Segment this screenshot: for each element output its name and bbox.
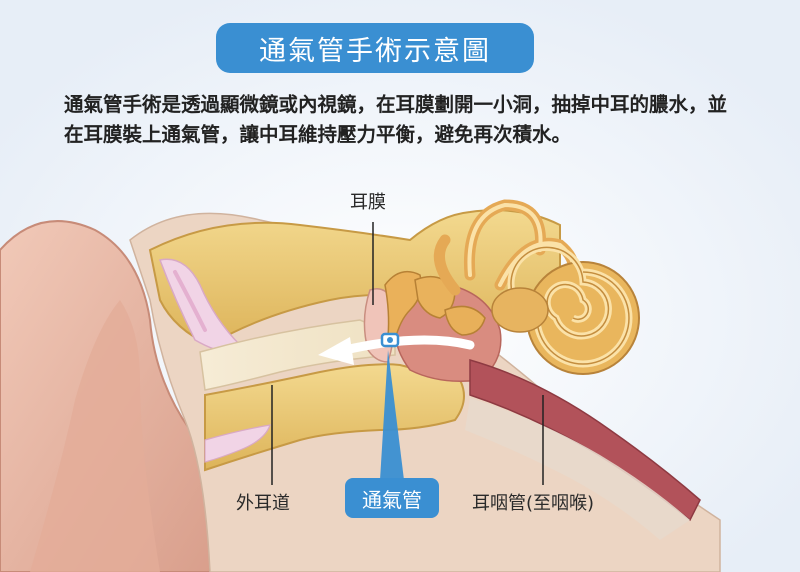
dura-inner	[173, 270, 207, 332]
tube-callout-wedge	[380, 350, 404, 480]
ossicle-stapes	[444, 305, 486, 336]
drainage-arrow-shaft	[340, 335, 475, 355]
cochlea	[507, 243, 640, 375]
lower-pink-layer	[204, 424, 271, 463]
ventilation-tube-badge: 通氣管	[345, 478, 439, 518]
ear-canal-shape	[199, 319, 396, 391]
eustachian-tube-wall	[465, 398, 690, 540]
vestibule	[491, 287, 549, 333]
eardrum-label: 耳膜	[350, 192, 386, 213]
auricle-fold	[30, 300, 160, 572]
ventilation-tube-label: 通氣管	[362, 487, 422, 512]
ear-canal-label: 外耳道	[236, 493, 290, 514]
page-title: 通氣管手術示意圖	[259, 35, 491, 67]
description-text: 通氣管手術是透過顯微鏡或內視鏡，在耳膜劃開一小洞，抽掉中耳的膿水，並在耳膜裝上通…	[64, 93, 728, 146]
lower-bone	[204, 363, 465, 472]
drainage-arrow-head	[318, 337, 354, 365]
ossicle-malleus	[384, 270, 422, 342]
eustachian-tube-label: 耳咽管(至咽喉)	[472, 493, 595, 514]
title-banner: 通氣管手術示意圖	[216, 23, 534, 73]
